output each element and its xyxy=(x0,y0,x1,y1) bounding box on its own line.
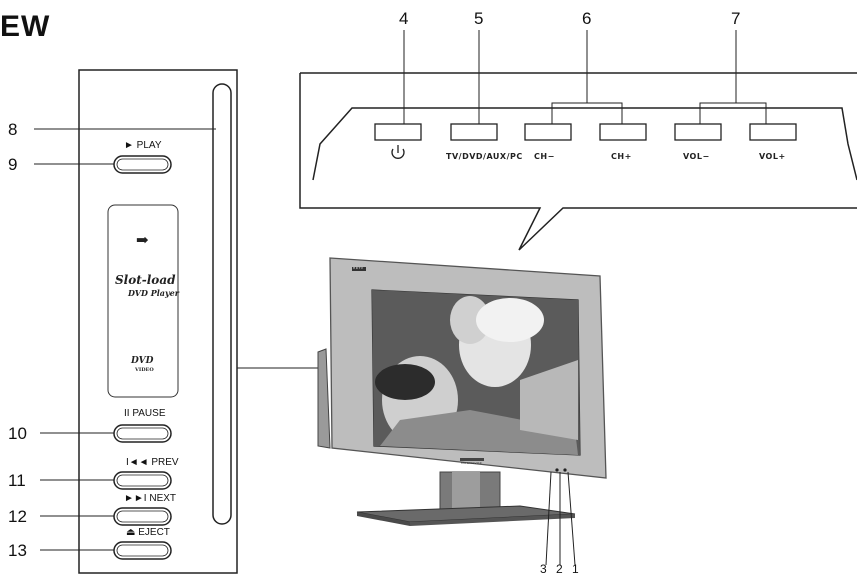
callout-11: 11 xyxy=(8,471,26,490)
bracket-6 xyxy=(551,102,623,124)
pause-label: II PAUSE xyxy=(124,408,166,419)
source-button[interactable] xyxy=(450,123,498,141)
vol-minus-button[interactable] xyxy=(674,123,722,141)
prev-label: I◄◄ PREV xyxy=(126,457,179,468)
vol-plus-button[interactable] xyxy=(749,123,797,141)
eject-button[interactable] xyxy=(113,541,172,560)
leader-1 xyxy=(567,471,576,566)
screen-picture xyxy=(372,290,580,455)
dvd-logo: DVD xyxy=(131,356,154,366)
pause-button-inner xyxy=(116,427,169,440)
callout-bubble xyxy=(299,73,857,251)
vol-plus-label: VOL+ xyxy=(759,152,786,161)
tv-brand-label: MAGNAVOX xyxy=(461,461,483,465)
callout-13: 13 xyxy=(8,541,27,560)
bracket-7 xyxy=(699,102,767,124)
leader-3 xyxy=(545,471,552,566)
prev-button-inner xyxy=(116,474,169,487)
dvd-video-logo: VIDEO xyxy=(135,367,154,373)
callout-5: 5 xyxy=(474,9,484,28)
pause-button[interactable] xyxy=(113,424,172,443)
tv-badge xyxy=(352,267,366,271)
callout-3: 3 xyxy=(540,562,547,576)
callout-1: 1 xyxy=(572,562,579,576)
callout-4: 4 xyxy=(399,9,409,28)
slot-load-logo: Slot-load xyxy=(115,273,176,287)
next-button[interactable] xyxy=(113,507,172,526)
callout-2: 2 xyxy=(556,562,563,576)
vol-minus-label: VOL− xyxy=(683,152,710,161)
prev-button[interactable] xyxy=(113,471,172,490)
play-button-inner xyxy=(116,158,169,171)
next-button-inner xyxy=(116,510,169,523)
tv-brand-mark xyxy=(460,458,484,461)
dvd-player-logo: DVD Player xyxy=(128,288,179,298)
source-label: TV/DVD/AUX/PC xyxy=(446,152,523,161)
tv-side-bulge xyxy=(317,348,331,449)
play-label: ► PLAY xyxy=(124,140,162,151)
power-icon xyxy=(391,145,405,159)
led-indicator xyxy=(563,468,567,472)
tv-badge-label: HDTV xyxy=(353,266,364,270)
next-label: ►►I NEXT xyxy=(124,493,177,504)
callout-7: 7 xyxy=(731,9,741,28)
slot-load-panel xyxy=(107,204,179,398)
top-panel-shape xyxy=(312,107,857,181)
ch-minus-button[interactable] xyxy=(524,123,572,141)
eject-label: ⏏ EJECT xyxy=(126,527,170,538)
ch-minus-label: CH− xyxy=(534,152,555,161)
ch-plus-button[interactable] xyxy=(599,123,647,141)
page-title: EW xyxy=(0,10,51,43)
callout-9: 9 xyxy=(8,155,18,174)
slot-arrow-icon: ➡ xyxy=(136,231,149,249)
callout-12: 12 xyxy=(8,507,27,526)
callout-10: 10 xyxy=(8,424,27,443)
callout-8: 8 xyxy=(8,120,18,139)
disc-slot xyxy=(212,83,232,525)
callout-6: 6 xyxy=(582,9,592,28)
ch-plus-label: CH+ xyxy=(611,152,632,161)
side-panel-frame xyxy=(78,69,238,574)
eject-button-inner xyxy=(116,544,169,557)
play-button[interactable] xyxy=(113,155,172,174)
power-button[interactable] xyxy=(374,123,422,141)
led-indicator xyxy=(555,468,559,472)
